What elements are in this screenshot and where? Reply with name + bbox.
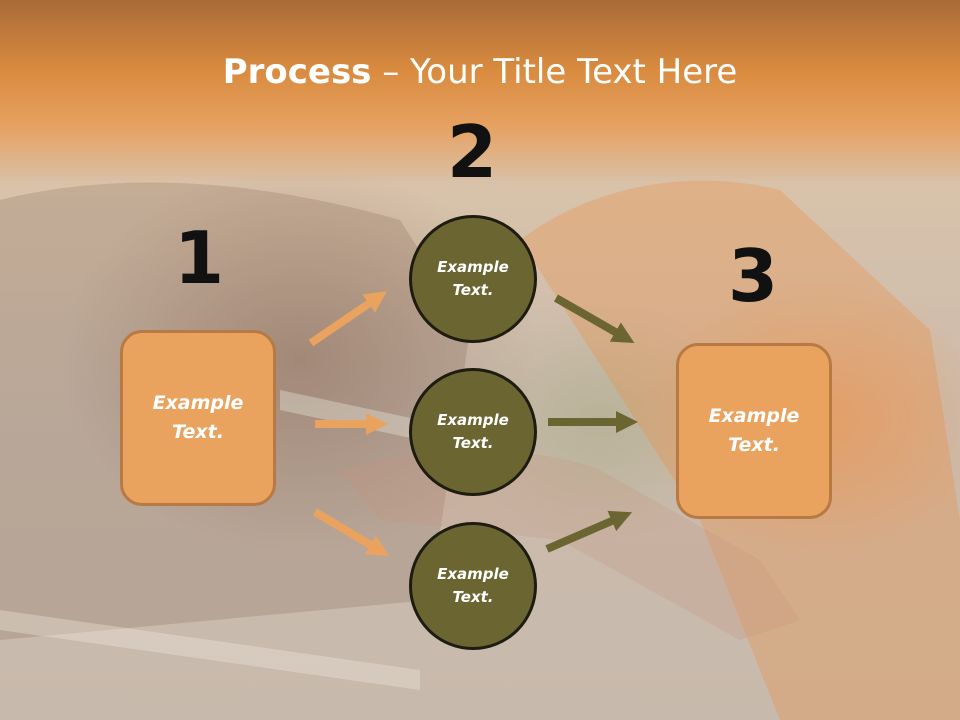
step-3-label: Example Text. — [708, 405, 800, 456]
step-2-circle-middle: Example Text. — [409, 368, 537, 496]
title-rest: – Your Title Text Here — [371, 52, 738, 92]
step-3-box: Example Text. — [676, 343, 832, 519]
arrow-right-down-orange — [312, 508, 390, 557]
step-number-1: 1 — [173, 216, 225, 300]
slide-title: Process – Your Title Text Here — [0, 52, 960, 92]
step-1-box: Example Text. — [120, 330, 276, 506]
step-number-2: 2 — [446, 110, 498, 194]
step-2-circle-bottom: Example Text. — [409, 522, 537, 650]
arrow-right-up-orange — [308, 291, 387, 347]
step-number-3: 3 — [727, 234, 779, 318]
step-1-label: Example Text. — [152, 392, 244, 443]
circle-bottom-label: Example Text. — [437, 565, 509, 606]
title-bold: Process — [222, 52, 372, 92]
arrow-right-down-olive — [554, 294, 635, 343]
circle-middle-label: Example Text. — [437, 411, 509, 452]
arrow-right-up-olive — [545, 510, 633, 553]
step-2-circle-top: Example Text. — [409, 215, 537, 343]
circle-top-label: Example Text. — [437, 258, 509, 299]
